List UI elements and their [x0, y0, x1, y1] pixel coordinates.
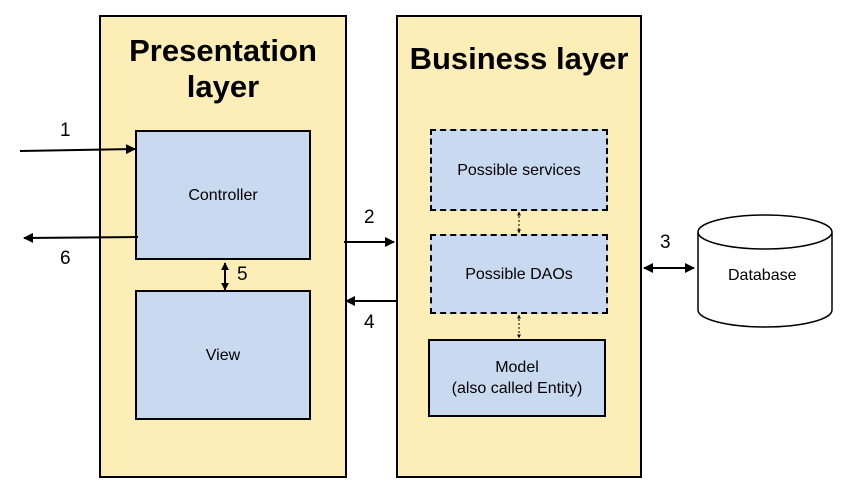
daos-label: Possible DAOs: [465, 265, 573, 283]
arrow-6: [23, 232, 139, 243]
view-box: View: [135, 290, 311, 420]
model-label-line2: (also called Entity): [451, 380, 583, 397]
services-box: Possible services: [430, 129, 608, 211]
step-4-label: 4: [364, 312, 375, 333]
database-cylinder: [697, 214, 833, 328]
controller-box: Controller: [135, 130, 311, 260]
presentation-layer-title-line1: Presentation: [129, 33, 317, 68]
model-label-line1: Model: [495, 359, 539, 376]
daos-box: Possible DAOs: [430, 234, 608, 314]
controller-label: Controller: [188, 186, 258, 204]
view-label: View: [205, 346, 241, 364]
services-label: Possible services: [457, 161, 581, 179]
step-3-label: 3: [660, 232, 671, 253]
step-6-label: 6: [60, 248, 71, 269]
step-2-label: 2: [364, 207, 375, 228]
presentation-layer-title-line2: layer: [186, 69, 260, 104]
model-box: Model (also called Entity): [428, 339, 606, 417]
step-1-label: 1: [60, 120, 71, 141]
database-label: Database: [728, 267, 797, 284]
arrow-1: [19, 144, 136, 155]
step-5-label: 5: [237, 264, 248, 285]
business-layer-title: Business layer: [409, 41, 629, 76]
